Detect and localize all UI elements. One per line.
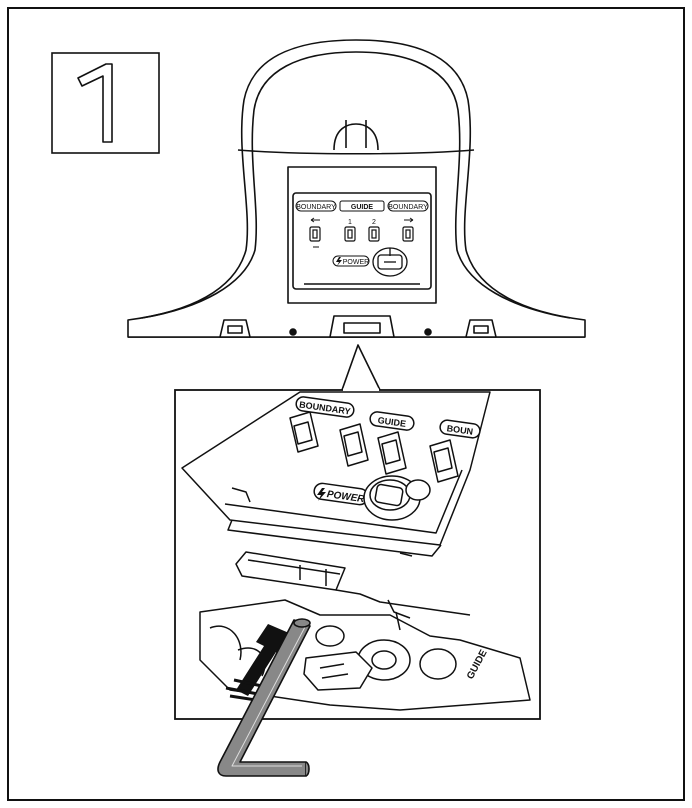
push-arrow-icon [225,624,296,702]
detail-port-boundary-right [429,439,459,483]
step-number-glyph [77,63,113,143]
panel-label-power: POWER [343,259,369,266]
panel-label-boundary-left: BOUNDARY [296,204,336,211]
detail-port-guide-1 [339,423,369,467]
panel-labels: BOUNDARY GUIDE BOUNDARY 1 2 POWER [295,200,429,277]
power-connector-icon [372,247,408,277]
panel-label-boundary-right: BOUNDARY [388,204,428,211]
detail-label-guide: GUIDE [377,415,407,429]
hex-key-icon [217,618,311,777]
panel-label-guide: GUIDE [351,204,374,211]
detail-label-power: POWER [326,489,366,505]
lightning-bolt-icon [336,257,342,266]
panel-guide-2-label: 2 [372,219,376,226]
detail-power-connector [363,475,431,521]
charging-station [127,39,586,338]
detail-lightning-bolt-icon [317,488,326,501]
station-feet [219,315,497,338]
station-hood-rim [237,149,475,155]
detail-port-boundary [289,411,319,453]
detail-cover-piece [235,551,346,591]
detail-port-guide-2 [377,431,407,475]
panel-guide-1-label: 1 [348,219,352,226]
detail-label-boundary-cut: BOUN [446,423,474,437]
callout-pointer [341,344,381,391]
detail-box: BOUNDARY GUIDE BOUN POWER GUIDE [174,388,541,720]
step-number-box: 1 [51,52,160,154]
